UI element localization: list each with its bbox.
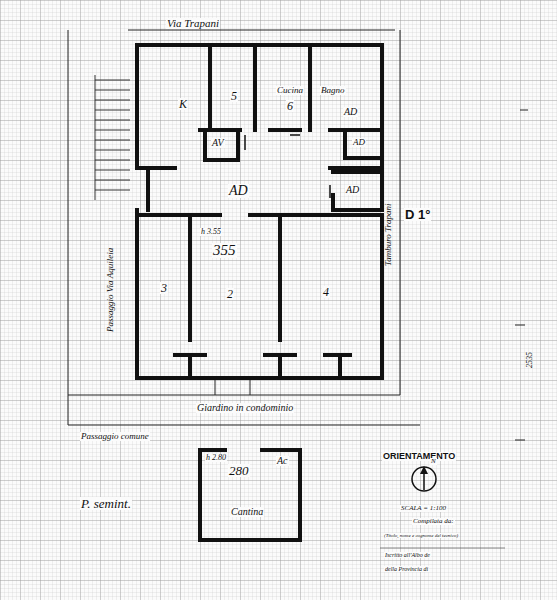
- street-name: Via Trapani: [166, 18, 220, 29]
- room-code: Ac: [276, 456, 289, 466]
- room-number: 5: [230, 90, 238, 102]
- margin-number: 2535: [526, 351, 534, 369]
- room-label: K: [178, 98, 188, 110]
- form-field: della Provincia di: [384, 566, 429, 572]
- north-mark: N: [430, 458, 437, 465]
- scale-note: SCALA = 1:100: [400, 505, 447, 512]
- room-code: AD: [228, 184, 249, 198]
- side-street-name: Passaggio Via Aquileia: [106, 247, 115, 333]
- room-name: Bagno: [320, 86, 346, 95]
- room-name: Cucina: [276, 86, 304, 95]
- orientation-title: ORIENTAMENTO: [382, 452, 456, 461]
- room-code: AV: [211, 138, 225, 148]
- side-name: Tamburo Trapani: [384, 203, 393, 268]
- form-field: Compilata da:: [412, 518, 455, 525]
- area-label: Giardino in condominio: [196, 403, 294, 413]
- floor-label: P. semint.: [80, 497, 132, 510]
- form-field: Iscritto all'Albo de: [384, 552, 431, 558]
- room-name: Cantina: [230, 507, 264, 517]
- height-number: 280: [228, 464, 250, 477]
- room-number: 3: [160, 282, 168, 294]
- height-note: h 2.80: [205, 454, 227, 462]
- form-field: (Titolo, nome e cognome del tecnico): [383, 533, 459, 538]
- room-number: 6: [286, 100, 294, 112]
- height-number: 355: [212, 243, 237, 258]
- room-code: AD: [345, 185, 360, 195]
- room-code: AD: [352, 138, 366, 147]
- floor-label: D 1°: [404, 208, 431, 221]
- compass: [412, 467, 436, 491]
- room-code: AD: [343, 107, 358, 117]
- room-number: 2: [226, 288, 234, 300]
- height-note: h 3.55: [200, 228, 222, 236]
- area-label: Passaggio comune: [80, 432, 150, 441]
- room-number: 4: [322, 286, 330, 298]
